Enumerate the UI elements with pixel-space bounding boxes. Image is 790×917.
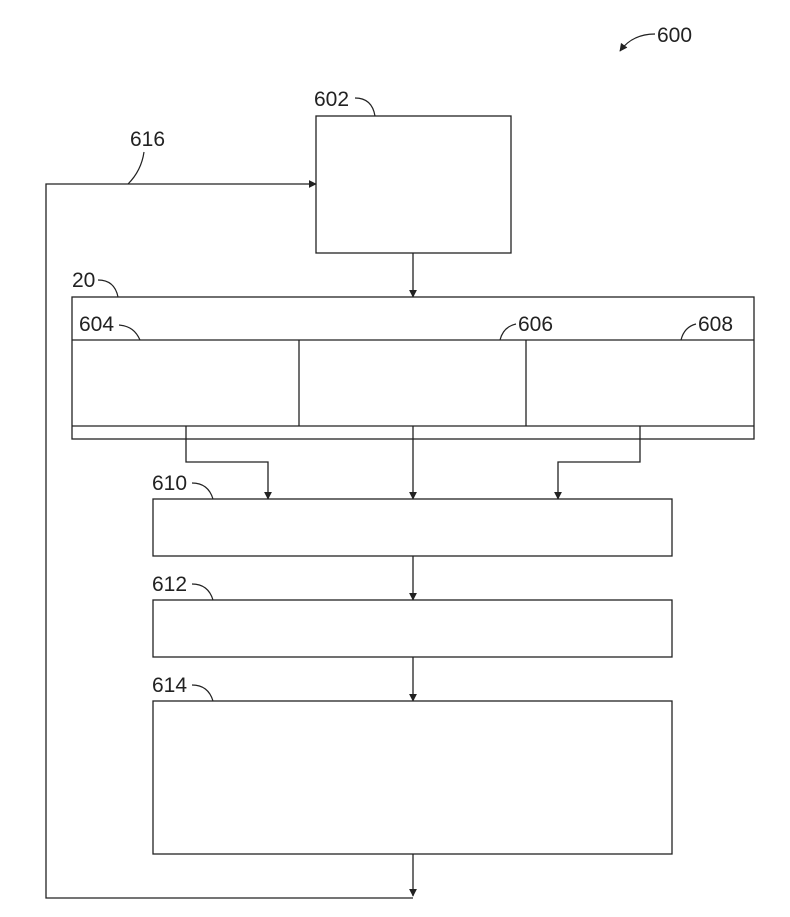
block-604-ref: 604: [79, 313, 114, 336]
feedback-616-ref: 616: [130, 128, 165, 151]
system-20-ref: 20: [72, 269, 95, 292]
block-610-ref: 610: [152, 472, 187, 495]
block-602-leader: [355, 98, 375, 116]
block-602-ref: 602: [314, 88, 349, 111]
block-602: [316, 116, 511, 253]
block-608-ref: 608: [698, 313, 733, 336]
block-606-ref: 606: [518, 313, 553, 336]
block-610-leader: [192, 483, 213, 499]
feedback-616-leader: [128, 152, 144, 184]
block-612-group: 612: [152, 573, 672, 657]
block-610-group: 610: [152, 472, 672, 556]
block-602-group: 602: [314, 88, 511, 253]
block-614-ref: 614: [152, 674, 187, 697]
block-612-leader: [192, 584, 213, 600]
figure-ref-group: 600: [620, 24, 692, 51]
figure-ref-leader: [620, 34, 655, 51]
block-612-ref: 612: [152, 573, 187, 596]
block-614-group: 614: [152, 674, 672, 854]
system-20-container: [72, 297, 754, 439]
figure-ref-label: 600: [657, 24, 692, 47]
system-20-leader: [98, 280, 118, 297]
block-610: [153, 499, 672, 556]
block-612: [153, 600, 672, 657]
block-614-leader: [192, 685, 213, 701]
block-614: [153, 701, 672, 854]
